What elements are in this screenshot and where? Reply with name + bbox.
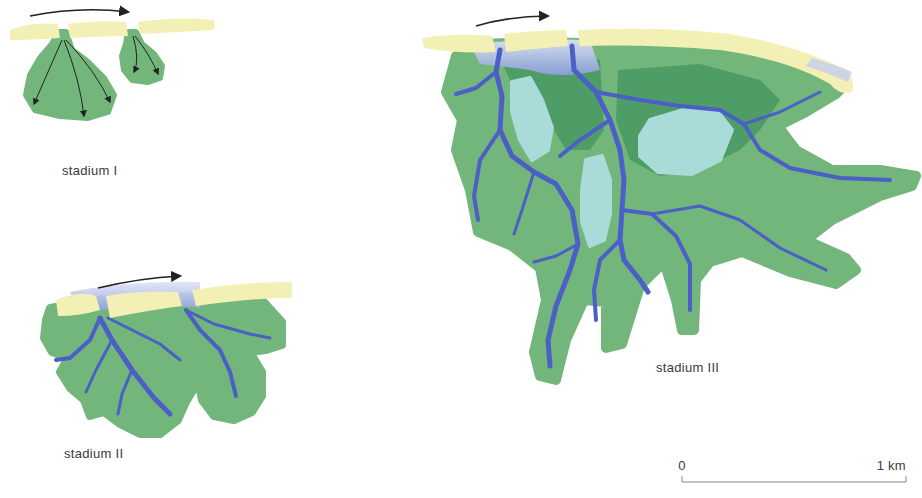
stage-label: stadium II xyxy=(64,446,123,461)
washover-fan xyxy=(122,32,162,82)
tidal-channel xyxy=(596,92,890,180)
tidal-channel xyxy=(572,46,648,292)
stage-label: stadium III xyxy=(656,360,719,375)
flow-arrow xyxy=(34,40,62,104)
washover-fan xyxy=(44,296,282,434)
flow-arrow xyxy=(133,36,137,72)
tidal-channel xyxy=(496,50,578,366)
flow-arrow xyxy=(66,40,110,102)
flow-arrow xyxy=(64,40,84,116)
scale-value: 0 xyxy=(678,458,686,473)
dune-ridge xyxy=(56,294,100,316)
scale-tick xyxy=(682,476,683,482)
tidal-channel xyxy=(86,340,112,392)
scale-bar xyxy=(682,476,906,482)
lagoon xyxy=(582,156,610,246)
dune-ridge xyxy=(10,24,60,40)
tidal-channel xyxy=(108,318,180,360)
scale-value: 1 km xyxy=(877,458,906,473)
tidal-channel xyxy=(456,72,496,94)
tidal-channel xyxy=(186,310,270,338)
dune-ridge xyxy=(578,29,853,93)
tidal-channel xyxy=(594,240,620,320)
lagoon xyxy=(640,108,732,174)
dune-ridge xyxy=(192,282,292,306)
dune-ridge xyxy=(504,30,568,52)
tidal-channel xyxy=(56,318,100,360)
tidal-channel xyxy=(652,206,826,270)
tidal-channel xyxy=(560,120,610,156)
scale-line xyxy=(682,482,906,483)
current-arrow xyxy=(30,10,128,16)
inlet-water xyxy=(806,58,852,82)
tidal-channel xyxy=(118,370,132,414)
tidal-channel xyxy=(622,210,690,310)
stage-label: stadium I xyxy=(62,163,117,178)
tidal-channel xyxy=(744,92,820,124)
dune-ridge xyxy=(68,21,128,38)
stage-two xyxy=(44,276,292,434)
current-arrow xyxy=(476,16,548,26)
dune-ridge xyxy=(106,292,182,319)
tidal-channel xyxy=(514,172,534,234)
scale-tick xyxy=(906,476,907,482)
lagoon xyxy=(512,78,552,160)
flow-arrow xyxy=(135,36,158,74)
current-arrow xyxy=(98,276,180,288)
dune-ridge xyxy=(422,34,496,52)
tidal-channel xyxy=(474,130,500,220)
washover-fan xyxy=(26,32,114,118)
stage-one xyxy=(10,10,215,118)
stage-three xyxy=(422,16,916,380)
dune-ridge xyxy=(138,18,215,34)
tidal-channel xyxy=(534,244,578,262)
